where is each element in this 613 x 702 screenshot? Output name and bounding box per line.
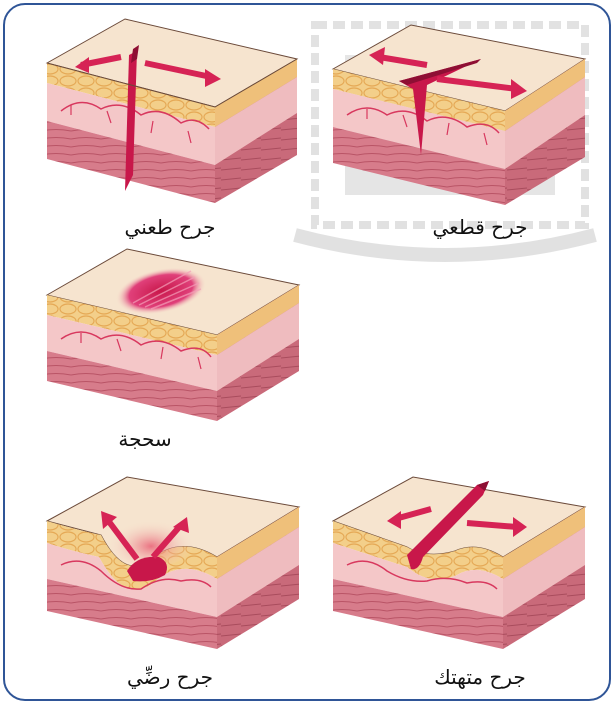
caption-contused-wound: جرح رضِّي [95, 665, 245, 689]
caption-incised-wound: جرح قطعي [405, 215, 555, 239]
panel-lacerated-wound [327, 471, 591, 651]
panel-incised-wound [327, 15, 591, 207]
contused-wound-illustration [41, 471, 303, 651]
stab-wound-illustration [41, 15, 303, 207]
caption-abrasion: سحجة [95, 427, 195, 451]
panel-stab-wound [41, 15, 303, 207]
caption-lacerated-wound: جرح متهتك [405, 665, 555, 689]
panel-contused-wound [41, 471, 303, 651]
diagram-frame: جرح طعني جرح قطعي [3, 3, 611, 701]
caption-stab-wound: جرح طعني [95, 215, 245, 239]
abrasion-illustration [41, 243, 303, 423]
panel-abrasion [41, 243, 303, 423]
lacerated-wound-illustration [327, 471, 591, 651]
incised-wound-illustration [327, 15, 591, 207]
